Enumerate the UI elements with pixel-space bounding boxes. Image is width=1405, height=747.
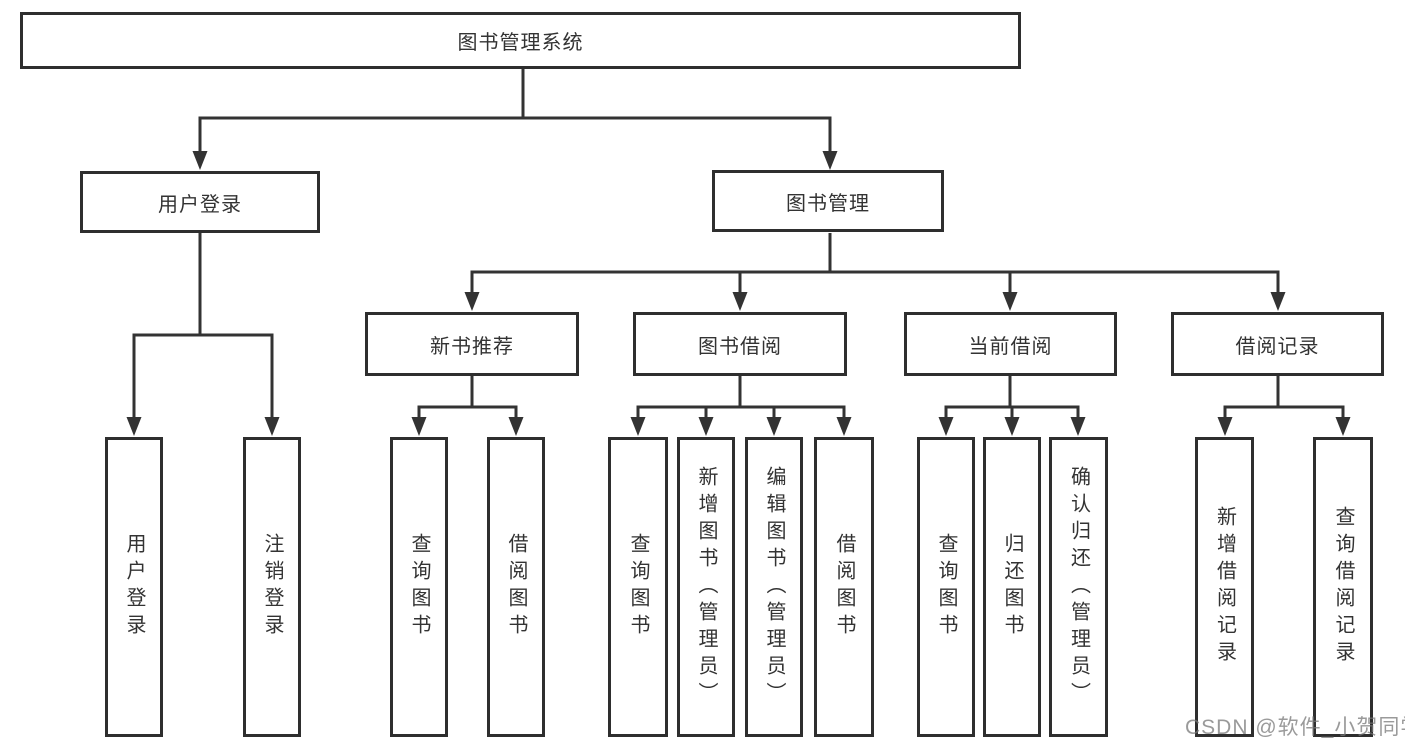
leaf-borrow-books-recommend: 借阅图书 — [487, 437, 545, 737]
arrowhead — [732, 292, 748, 311]
leaf-borrow-books: 借阅图书 — [814, 437, 874, 737]
connector-user-login — [132, 233, 274, 419]
arrowhead — [698, 417, 714, 436]
arrowhead — [1070, 417, 1086, 436]
arrowhead — [630, 417, 646, 436]
leaf-return-book: 归还图书 — [983, 437, 1041, 737]
node-label: 查询图书 — [408, 533, 430, 641]
node-label: 编辑图书（管理员） — [763, 465, 785, 709]
node-label: 新增图书（管理员） — [695, 465, 717, 709]
node-label: 查询借阅记录 — [1332, 506, 1354, 668]
leaf-add-borrow-record: 新增借阅记录 — [1195, 437, 1254, 737]
connector-root — [198, 69, 832, 153]
connector-book-management — [470, 233, 1280, 294]
arrowhead — [1335, 417, 1351, 436]
node-book-management: 图书管理 — [712, 170, 944, 232]
node-library-management-system: 图书管理系统 — [20, 12, 1021, 69]
leaf-query-books-recommend: 查询图书 — [390, 437, 448, 737]
arrowhead — [126, 417, 142, 436]
node-book-borrow: 图书借阅 — [633, 312, 847, 376]
leaf-add-book-admin: 新增图书（管理员） — [677, 437, 735, 737]
node-label: 图书借阅 — [698, 335, 782, 358]
connector-borrow-records — [1223, 376, 1345, 419]
leaf-query-borrow-record: 查询借阅记录 — [1313, 437, 1373, 737]
arrowhead — [938, 417, 954, 436]
node-user-login: 用户登录 — [80, 171, 320, 233]
arrowhead — [411, 417, 427, 436]
arrowhead — [836, 417, 852, 436]
node-label: 注销登录 — [261, 533, 283, 641]
arrowhead — [1004, 417, 1020, 436]
arrowhead — [464, 292, 480, 311]
arrowhead — [766, 417, 782, 436]
arrowhead — [508, 417, 524, 436]
node-label: 借阅图书 — [833, 533, 855, 641]
arrowhead — [192, 151, 208, 170]
leaf-query-books-current: 查询图书 — [917, 437, 975, 737]
leaf-query-books-borrow: 查询图书 — [608, 437, 668, 737]
leaf-user-login: 用户登录 — [105, 437, 163, 737]
arrowhead — [1270, 292, 1286, 311]
connector-current-borrow — [944, 376, 1080, 419]
node-label: 查询图书 — [627, 533, 649, 641]
node-label: 用户登录 — [123, 533, 145, 641]
arrowhead — [1002, 292, 1018, 311]
arrowhead — [1217, 417, 1233, 436]
leaf-edit-book-admin: 编辑图书（管理员） — [745, 437, 803, 737]
node-label: 查询图书 — [935, 533, 957, 641]
leaf-logout: 注销登录 — [243, 437, 301, 737]
node-label: 新书推荐 — [430, 335, 514, 358]
node-label: 借阅图书 — [505, 533, 527, 641]
watermark: CSDN @软件_小贺同学 — [1185, 716, 1405, 739]
connector-book-borrow — [636, 376, 846, 419]
arrowhead — [264, 417, 280, 436]
connector-new-book-recommend — [417, 376, 518, 419]
node-label: 新增借阅记录 — [1213, 506, 1236, 668]
node-new-book-recommend: 新书推荐 — [365, 312, 579, 376]
node-label: 确认归还（管理员） — [1067, 465, 1090, 709]
node-label: 借阅记录 — [1235, 335, 1320, 358]
node-label: 用户登录 — [158, 193, 242, 216]
node-label: 当前借阅 — [968, 335, 1053, 358]
leaf-confirm-return-admin: 确认归还（管理员） — [1049, 437, 1108, 737]
node-current-borrow: 当前借阅 — [904, 312, 1117, 376]
node-label: 归还图书 — [1001, 533, 1023, 641]
arrowhead — [822, 151, 838, 170]
node-label: 图书管理系统 — [457, 32, 584, 54]
node-borrow-records: 借阅记录 — [1171, 312, 1384, 376]
node-label: 图书管理 — [786, 192, 870, 215]
